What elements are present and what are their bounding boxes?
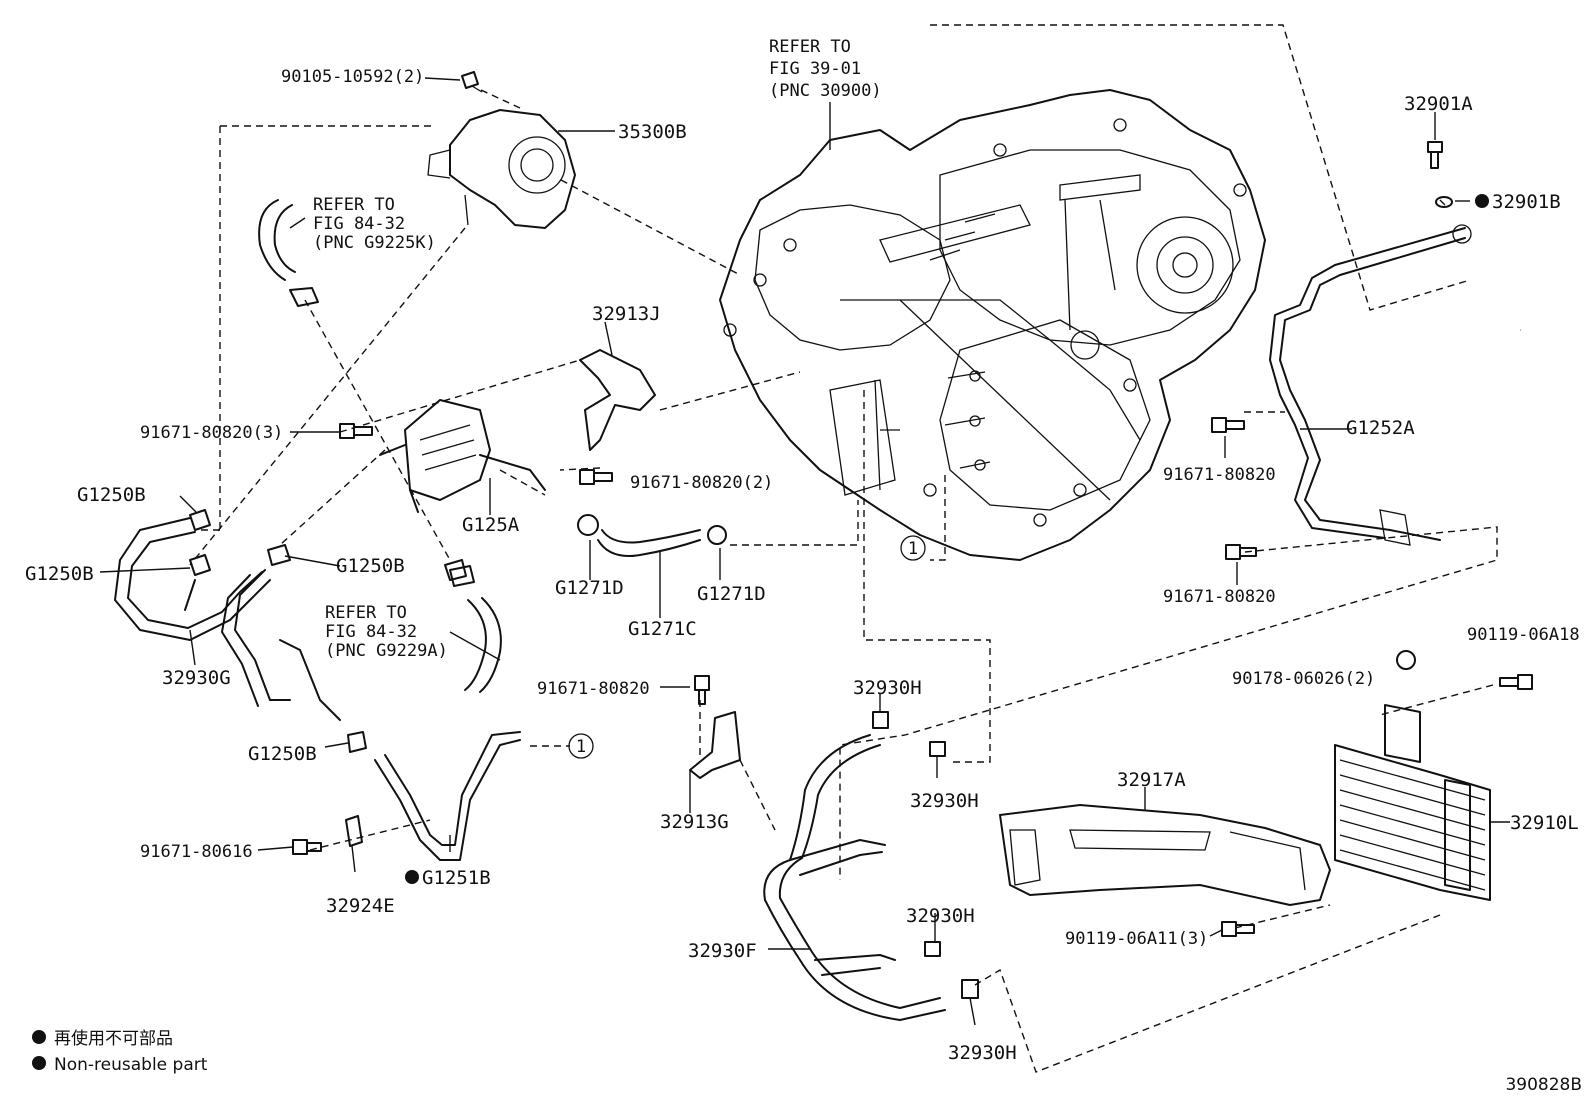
part-label-32930h-b: 32930H xyxy=(910,790,979,812)
part-label-g125a: G125A xyxy=(462,514,520,536)
part-label-g1250b-d: G1250B xyxy=(248,743,317,765)
refer-hose-lower-line2: FIG 84-32 xyxy=(325,622,417,642)
bolt-32901a xyxy=(1427,141,1453,208)
refer-hose-upper-line3: (PNC G9225K) xyxy=(313,233,436,253)
part-label-91671-80820-3: 91671-80820(3) xyxy=(140,423,283,443)
callout-marker-1a: 1 xyxy=(908,539,918,559)
part-label-g1271c: G1271C xyxy=(628,618,697,640)
part-label-32930h-d: 32930H xyxy=(948,1042,1017,1064)
part-label-90119-06a11: 90119-06A11(3) xyxy=(1065,929,1208,949)
diagram-id: 390828B xyxy=(1505,1075,1582,1095)
legend-english: Non-reusable part xyxy=(54,1055,208,1075)
part-label-32930f: 32930F xyxy=(688,940,757,962)
part-label-32910l: 32910L xyxy=(1510,812,1579,834)
bracket-32913j xyxy=(579,349,656,451)
refer-hose-upper-line2: FIG 84-32 xyxy=(313,214,405,234)
legend: 再使用不可部品 Non-reusable part xyxy=(32,1028,208,1075)
refer-hose-lower-line3: (PNC G9229A) xyxy=(325,641,448,661)
part-label-90119-06a18: 90119-06A18 xyxy=(1467,625,1580,645)
callout-markers: 1 1 xyxy=(568,535,926,759)
part-label-35300b: 35300B xyxy=(618,121,687,143)
oil-cooler-g125a xyxy=(379,399,546,513)
refer-transaxle-line2: FIG 39-01 xyxy=(769,59,861,79)
part-label-32901b: 32901B xyxy=(1492,191,1561,213)
part-label-91671-80820-lower-right: 91671-80820 xyxy=(1163,587,1276,607)
legend-japanese: 再使用不可部品 xyxy=(54,1028,173,1049)
part-label-g1250b-a: G1250B xyxy=(77,484,146,506)
refer-hose-upper-line1: REFER TO xyxy=(313,195,395,215)
part-label-91671-80820-2: 91671-80820(2) xyxy=(630,473,773,493)
part-labels: 90105-10592(2) 35300B 32901A 32901B 3291… xyxy=(25,67,1580,1064)
part-label-g1251b: G1251B xyxy=(422,867,491,889)
part-label-32930h-a: 32930H xyxy=(853,677,922,699)
legend-dot-japanese xyxy=(32,1030,46,1044)
bolts xyxy=(292,417,1533,937)
part-label-32913g: 32913G xyxy=(660,811,729,833)
valve-35300b xyxy=(427,71,576,229)
pipe-g1252a xyxy=(1269,224,1472,546)
leader-lines xyxy=(99,77,1510,1026)
part-label-91671-80820-center: 91671-80820 xyxy=(537,679,650,699)
non-reusable-dot-32901b xyxy=(1475,194,1489,208)
part-label-32930g: 32930G xyxy=(162,667,231,689)
non-reusable-dot-g1251b xyxy=(405,870,419,884)
part-label-g1252a: G1252A xyxy=(1346,417,1415,439)
hoses xyxy=(114,199,946,1021)
part-label-32930h-c: 32930H xyxy=(906,905,975,927)
refer-transaxle-line1: REFER TO xyxy=(769,37,851,57)
part-label-g1250b-b: G1250B xyxy=(25,563,94,585)
bracket-32913g xyxy=(689,711,741,779)
part-label-32924e: 32924E xyxy=(326,895,395,917)
part-label-32901a: 32901A xyxy=(1404,93,1473,115)
part-label-g1271d-b: G1271D xyxy=(697,583,766,605)
legend-dot-english xyxy=(32,1056,46,1070)
part-label-32913j: 32913J xyxy=(592,303,661,325)
part-label-32917a: 32917A xyxy=(1117,769,1186,791)
refer-notes: REFER TO FIG 39-01 (PNC 30900) REFER TO … xyxy=(313,37,882,661)
refer-hose-lower-line1: REFER TO xyxy=(325,603,407,623)
part-label-90105-10592: 90105-10592(2) xyxy=(281,67,424,87)
part-label-g1250b-c: G1250B xyxy=(336,555,405,577)
part-label-91671-80820-right: 91671-80820 xyxy=(1163,465,1276,485)
cooler-32910l xyxy=(1334,704,1491,901)
transaxle-housing xyxy=(719,89,1266,561)
callout-marker-1b: 1 xyxy=(576,737,586,757)
part-label-g1271d-a: G1271D xyxy=(555,577,624,599)
refer-transaxle-line3: (PNC 30900) xyxy=(769,81,882,101)
part-label-90178-06026: 90178-06026(2) xyxy=(1232,669,1375,689)
air-duct-32917a xyxy=(999,804,1331,906)
part-label-91671-80616: 91671-80616 xyxy=(140,842,253,862)
